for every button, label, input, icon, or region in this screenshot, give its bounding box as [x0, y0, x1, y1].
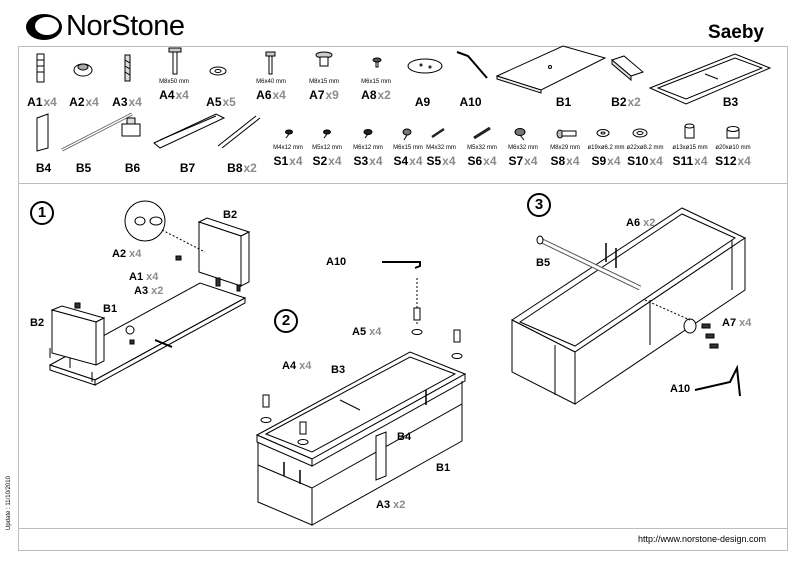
- top-frame-icon: [648, 53, 772, 105]
- part-b8: B8x2: [227, 161, 257, 175]
- cam-lock-icon: [73, 63, 93, 77]
- update-date: Update : 11/10/2010: [6, 476, 12, 530]
- wood-dowel-icon: [124, 54, 131, 82]
- divider-footer: [18, 528, 788, 529]
- step3-label-a6: A6 x2: [626, 217, 656, 229]
- back-plate-icon: [36, 113, 49, 152]
- step1-label-a3: A3 x2: [134, 285, 164, 297]
- step-number-3: 3: [527, 193, 551, 217]
- step1-label-b2-left: B2: [30, 317, 45, 329]
- part-a3: A3x4: [112, 95, 142, 109]
- step2-label-a5: A5 x4: [352, 326, 382, 338]
- short-bolt-icon: [315, 51, 333, 67]
- s7-screw-icon: [514, 128, 526, 141]
- s6-screw-icon: [473, 126, 491, 140]
- step-number-1: 1: [30, 201, 54, 225]
- side-panel-icon: [610, 55, 645, 82]
- part-b6: B6: [124, 161, 141, 175]
- brand-name: NorStone: [66, 10, 185, 42]
- part-b1: B1: [555, 95, 572, 109]
- part-a5: A5x5: [206, 95, 236, 109]
- step-number-2: 2: [274, 309, 298, 333]
- cam-bolt-icon: [36, 53, 45, 83]
- step3-drawing: [511, 207, 747, 405]
- s8-screw-icon: [556, 129, 577, 139]
- step2-label-b3: B3: [331, 364, 346, 376]
- part-b7: B7: [179, 161, 196, 175]
- sheet-frame: [18, 46, 788, 551]
- s2-screw-icon: [323, 129, 331, 139]
- step1-label-b1: B1: [103, 303, 118, 315]
- parts-illustrations-row2: [36, 112, 740, 152]
- screw-icon: [265, 51, 276, 75]
- s12-spacer-icon: [726, 126, 740, 139]
- part-a9: A9: [414, 95, 431, 109]
- part-a10: A10: [459, 95, 482, 109]
- rail-icon: [153, 113, 226, 149]
- website-link[interactable]: http://www.norstone-design.com: [637, 534, 766, 544]
- step3-label-a7: A7 x4: [722, 317, 752, 329]
- s4-screw-icon: [402, 128, 412, 141]
- step2-drawing: [255, 261, 467, 526]
- step1-label-b2-top: B2: [223, 209, 238, 221]
- norstone-logo-icon: [26, 14, 62, 40]
- part-b2: B2x2: [611, 95, 641, 109]
- long-bolt-icon: [168, 47, 182, 75]
- bottom-panel-icon: [495, 45, 607, 94]
- step1-label-a2: A2 x4: [112, 248, 142, 260]
- step3-label-a10: A10: [670, 383, 691, 395]
- step2-label-a10: A10: [326, 256, 347, 268]
- part-b5: B5: [75, 161, 92, 175]
- product-name: Saeby: [708, 22, 764, 43]
- clamp-icon: [121, 117, 141, 137]
- part-a2: A2x4: [69, 95, 99, 109]
- small-screw-icon: [372, 57, 382, 68]
- step1-drawing: [48, 200, 251, 386]
- parts-illustrations: [36, 45, 772, 105]
- step2-label-b1: B1: [436, 462, 451, 474]
- disc-plate-icon: [407, 58, 443, 74]
- part-a1: A1x4: [27, 95, 57, 109]
- step2-label-a4: A4 x4: [282, 360, 312, 372]
- washer-icon: [209, 66, 227, 76]
- step2-label-a3: A3 x2: [376, 499, 406, 511]
- part-b3: B3: [722, 95, 739, 109]
- step1-label-a1: A1 x4: [129, 271, 159, 283]
- bar-pair-icon: [217, 115, 261, 149]
- s3-screw-icon: [363, 129, 373, 139]
- s11-spacer-icon: [684, 123, 695, 139]
- s1-screw-icon: [285, 129, 293, 139]
- s9-washer-icon: [596, 129, 610, 137]
- part-b4: B4: [35, 161, 52, 175]
- step2-label-b4: B4: [397, 431, 412, 443]
- step3-label-b5: B5: [536, 257, 551, 269]
- s10-washer-icon: [632, 128, 648, 138]
- allen-key-icon: [456, 51, 488, 79]
- s5-screw-icon: [431, 127, 445, 139]
- rod-icon: [61, 112, 133, 152]
- divider-parts: [18, 183, 788, 184]
